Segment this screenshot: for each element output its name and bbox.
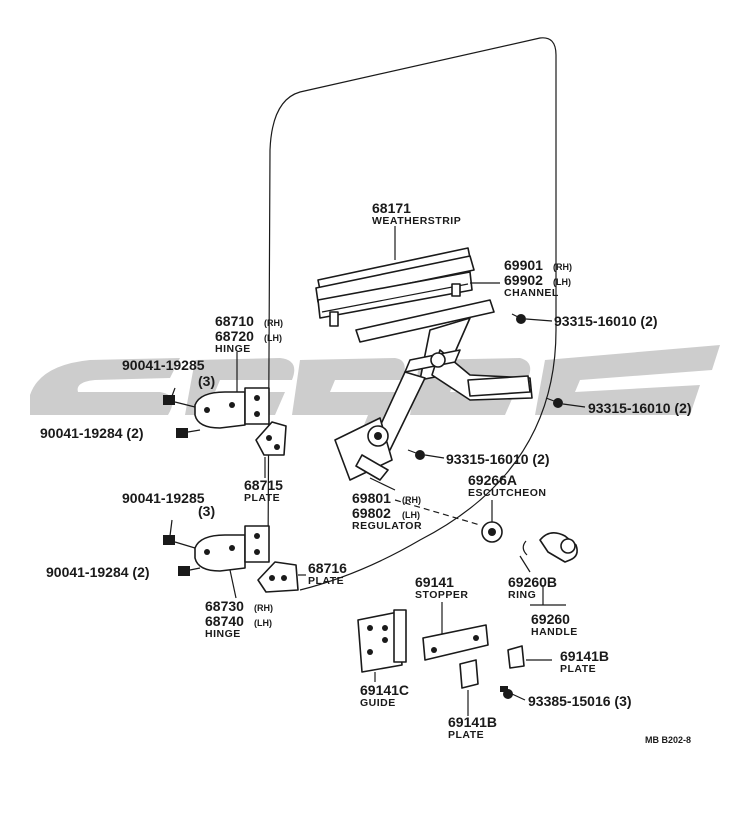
- bolt-9284-b-number: 90041-19284 (2): [46, 564, 150, 580]
- label-lower-hinge: 68730 (RH) 68740 (LH) HINGE: [205, 598, 273, 640]
- guide-name: GUIDE: [360, 697, 396, 709]
- bolt-90041-19284-b: [178, 566, 201, 576]
- stopper-69141-part: [422, 624, 489, 661]
- figure-code: MB B202-8: [645, 735, 691, 745]
- bolt-93315-middle: [545, 397, 586, 408]
- handle-part: [539, 532, 578, 563]
- channel-lh-number: 69902: [504, 272, 543, 288]
- guide-69141c-part: [357, 609, 407, 673]
- weatherstrip-number: 68171: [372, 200, 411, 216]
- regulator-name: REGULATOR: [352, 520, 422, 532]
- upper-hinge-lh-number: 68720: [215, 328, 254, 344]
- ring-part: [522, 540, 528, 556]
- label-ring: 69260B RING: [508, 574, 557, 601]
- bolt-93315-regulator: [407, 449, 445, 460]
- plate-68715-part: [255, 421, 287, 456]
- label-plate-68715: 68715 PLATE: [244, 477, 283, 504]
- regulator-rh-number: 69801: [352, 490, 391, 506]
- regulator-lh-number: 69802: [352, 505, 391, 521]
- channel-rh-number: 69901: [504, 257, 543, 273]
- plate-68715-name: PLATE: [244, 492, 280, 504]
- leader-lines: [169, 226, 566, 716]
- bolt-9285-a-number: 90041-19285: [122, 357, 205, 373]
- handle-number: 69260: [531, 611, 570, 627]
- lower-hinge-name: HINGE: [205, 628, 241, 640]
- channel-rh-suffix: (RH): [553, 262, 572, 272]
- bolt-regulator-number: 93315-16010 (2): [446, 451, 550, 467]
- upper-hinge-part: [194, 387, 270, 429]
- bolt-middle-number: 93315-16010 (2): [588, 400, 692, 416]
- regulator-part: [334, 299, 533, 481]
- upper-hinge-name: HINGE: [215, 343, 251, 355]
- lower-hinge-rh-suffix: (RH): [254, 603, 273, 613]
- ring-name: RING: [508, 589, 536, 601]
- label-regulator: 69801 (RH) 69802 (LH) REGULATOR: [352, 490, 422, 532]
- label-upper-hinge: 68710 (RH) 68720 (LH) HINGE: [215, 313, 283, 355]
- bolt-9285-b-number: 90041-19285: [122, 490, 205, 506]
- channel-name: CHANNEL: [504, 287, 559, 299]
- guide-number: 69141C: [360, 682, 409, 698]
- plate-69141b-bottom-number: 69141B: [448, 714, 497, 730]
- handle-name: HANDLE: [531, 626, 578, 638]
- label-weatherstrip: 68171 WEATHERSTRIP: [372, 200, 461, 227]
- plate-69141b-right-number: 69141B: [560, 648, 609, 664]
- bolt-93385-part: [500, 686, 513, 699]
- bolt-90041-19285-a: [163, 395, 196, 408]
- plate-68716-number: 68716: [308, 560, 347, 576]
- plate-69141b-bottom-name: PLATE: [448, 729, 484, 741]
- channel-part: [317, 271, 473, 327]
- plate-69141b-right-part: [507, 645, 525, 669]
- upper-hinge-rh-number: 68710: [215, 313, 254, 329]
- plate-68716-part: [257, 561, 306, 593]
- bolt-90041-19284-a: [176, 428, 201, 438]
- label-escutcheon: 69266A ESCUTCHEON: [468, 472, 547, 499]
- escutcheon-number: 69266A: [468, 472, 517, 488]
- label-plate-68716: 68716 PLATE: [308, 560, 347, 587]
- label-plate-69141b-right: 69141B PLATE: [560, 648, 609, 675]
- stopper-number: 69141: [415, 574, 454, 590]
- channel-lh-suffix: (LH): [553, 277, 571, 287]
- lower-hinge-part: [194, 525, 270, 572]
- escutcheon-part: [481, 521, 503, 543]
- regulator-rh-suffix: (RH): [402, 495, 421, 505]
- lower-hinge-lh-number: 68740: [205, 613, 244, 629]
- label-plate-69141b-bottom: 69141B PLATE: [448, 714, 497, 741]
- escutcheon-name: ESCUTCHEON: [468, 487, 547, 499]
- label-stopper: 69141 STOPPER: [415, 574, 469, 601]
- label-guide: 69141C GUIDE: [360, 682, 409, 709]
- label-channel: 69901 (RH) 69902 (LH) CHANNEL: [504, 257, 572, 299]
- upper-hinge-lh-suffix: (LH): [264, 333, 282, 343]
- plate-69141b-bottom-part: [459, 659, 479, 689]
- lower-hinge-rh-number: 68730: [205, 598, 244, 614]
- regulator-lh-suffix: (LH): [402, 510, 420, 520]
- label-bolt-9285-b: 90041-19285 (3): [122, 490, 215, 519]
- upper-hinge-rh-suffix: (RH): [264, 318, 283, 328]
- plate-68716-name: PLATE: [308, 575, 344, 587]
- plate-69141b-right-name: PLATE: [560, 663, 596, 675]
- plate-68715-number: 68715: [244, 477, 283, 493]
- bolt-top-number: 93315-16010 (2): [554, 313, 658, 329]
- weatherstrip-name: WEATHERSTRIP: [372, 215, 461, 227]
- bolt-9284-a-number: 90041-19284 (2): [40, 425, 144, 441]
- door-glass-outline: [267, 37, 557, 591]
- label-bolt-9285-a: 90041-19285 (3): [122, 357, 215, 389]
- lower-hinge-lh-suffix: (LH): [254, 618, 272, 628]
- stopper-name: STOPPER: [415, 589, 469, 601]
- weatherstrip-part: [315, 247, 475, 303]
- bolt-9285-b-qty: (3): [198, 503, 215, 519]
- bolt-90041-19285-b: [163, 535, 196, 549]
- bolt-9285-a-qty: (3): [198, 373, 215, 389]
- bolt-93315-top: [511, 313, 553, 324]
- ring-number: 69260B: [508, 574, 557, 590]
- label-handle: 69260 HANDLE: [531, 611, 578, 638]
- bolt-93385-number: 93385-15016 (3): [528, 693, 632, 709]
